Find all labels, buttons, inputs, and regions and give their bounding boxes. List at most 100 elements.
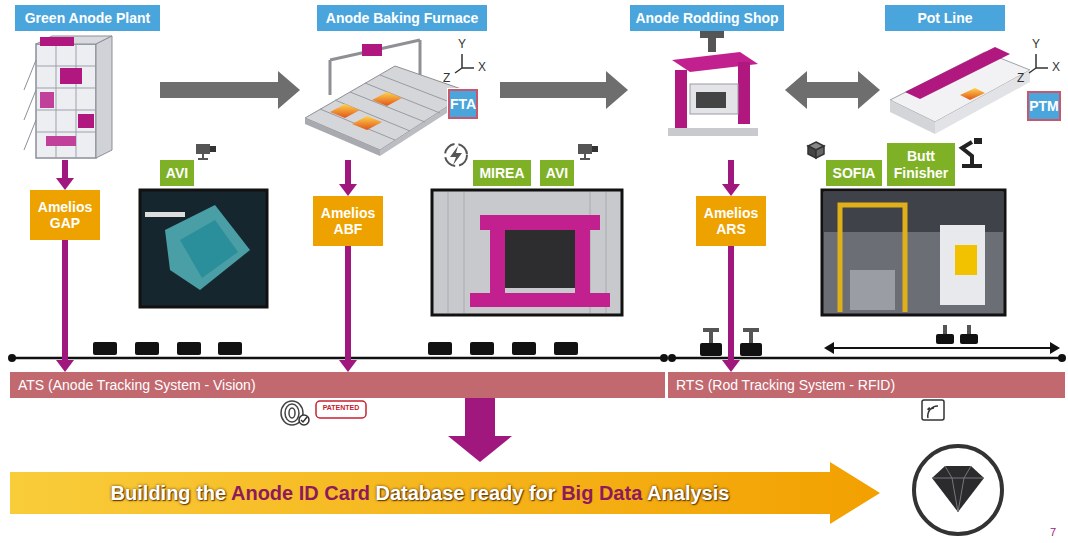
banner-shape xyxy=(10,462,880,524)
banner-word xyxy=(293,482,299,504)
anode-block xyxy=(177,342,201,355)
banner-word: Anode xyxy=(231,482,293,504)
section-header: Anode Rodding Shop xyxy=(630,5,784,31)
return-arrow xyxy=(1050,342,1060,354)
cube-icon xyxy=(808,146,816,158)
factory-photo xyxy=(840,205,905,312)
camera-icon xyxy=(210,146,216,152)
anode-block xyxy=(512,342,536,355)
software-box: Amelios ARS xyxy=(696,196,766,246)
axis-label: X xyxy=(1052,61,1060,75)
banner-word xyxy=(523,482,529,504)
axis-icon xyxy=(455,54,474,73)
rodding-shop-drawing xyxy=(668,30,758,136)
pot-line-drawing xyxy=(890,47,1030,134)
banner-word: the xyxy=(196,482,226,504)
diamond-icon xyxy=(914,446,1002,534)
pot-line-drawing xyxy=(905,47,1010,99)
tag-text: Amelios GAP xyxy=(34,199,96,231)
rodded-anode xyxy=(936,334,954,344)
stamp-text: PATENTED xyxy=(318,404,364,412)
module-tag: MIREA xyxy=(473,160,531,186)
cube-icon xyxy=(808,142,824,158)
green-anode-plant-drawing xyxy=(40,37,74,46)
axis-icon xyxy=(1029,54,1048,73)
diamond-icon xyxy=(932,466,984,512)
gripper-photo xyxy=(480,215,600,295)
process-stage: Anode Baking FurnaceFTA xyxy=(300,5,500,160)
rodded-anode xyxy=(743,328,759,332)
arrow-head xyxy=(448,436,512,462)
pot-line-drawing xyxy=(890,100,935,134)
band-text: ATS (Anode Tracking System - Vision) xyxy=(18,377,256,393)
anode-block xyxy=(470,342,494,355)
timeline xyxy=(668,354,676,362)
green-anode-plant-drawing xyxy=(36,44,96,158)
patent-stamp xyxy=(316,401,366,418)
arrow-shaft xyxy=(345,246,351,361)
flow-arrow xyxy=(722,246,740,372)
arrow-shaft xyxy=(465,398,495,439)
green-anode-plant-drawing xyxy=(24,60,36,150)
banner-word: ready xyxy=(470,482,523,504)
gripper-photo xyxy=(432,190,622,315)
tag-text: AVI xyxy=(543,165,571,181)
band-text: RTS (Rod Tracking System - RFID) xyxy=(676,377,895,393)
software-box: Amelios ABF xyxy=(313,196,383,246)
process-stage: Green Anode Plant xyxy=(10,5,160,160)
banner-word: Database xyxy=(375,482,464,504)
factory-photo xyxy=(822,190,1005,315)
anode-block xyxy=(93,342,117,355)
tracking-band: ATS (Anode Tracking System - Vision) xyxy=(10,372,665,398)
arrow-head xyxy=(339,360,357,372)
arrow-shaft xyxy=(62,160,68,179)
banner-text: Building the Anode ID Card Database read… xyxy=(111,482,730,505)
camera-icon xyxy=(578,144,592,154)
flow-arrow xyxy=(500,71,628,109)
flow-arrow xyxy=(448,398,512,462)
banner-word xyxy=(226,482,231,504)
flow-arrow xyxy=(339,160,357,196)
patent-stamp xyxy=(316,401,366,418)
timeline xyxy=(660,354,668,362)
tag-text: MIREA xyxy=(476,165,528,181)
rodding-shop-drawing xyxy=(708,38,716,52)
camera-icon xyxy=(196,144,598,159)
diamond-icon xyxy=(914,446,1002,534)
tag-text: AVI xyxy=(163,165,191,181)
green-anode-plant-drawing xyxy=(24,36,112,158)
rfid-icon xyxy=(922,400,944,420)
flow-arrow xyxy=(160,71,300,109)
axis-label: Y xyxy=(1032,38,1040,52)
arrow-head xyxy=(278,71,300,109)
baking-furnace-drawing xyxy=(320,75,455,140)
module-tag: AVI xyxy=(160,160,194,186)
vision-photo xyxy=(140,190,267,307)
diamond-icon xyxy=(932,466,984,512)
baking-furnace-drawing xyxy=(352,116,382,130)
arrow-head xyxy=(722,360,740,372)
banner-word: Analysis xyxy=(647,482,729,504)
factory-photo xyxy=(850,270,895,310)
rodding-shop-drawing xyxy=(700,30,724,38)
page-number: 7 xyxy=(1050,526,1056,539)
process-stage: Pot LinePTM xyxy=(880,5,1064,160)
rodding-shop-drawing xyxy=(675,70,687,132)
rodded-anode xyxy=(967,325,971,334)
arrow-shaft xyxy=(345,160,351,185)
flow-arrow xyxy=(339,246,357,372)
banner-word: Building xyxy=(111,482,191,504)
banner-word xyxy=(556,482,562,504)
baking-furnace-drawing xyxy=(330,40,420,95)
banner-word: Big xyxy=(561,482,593,504)
rodding-shop-drawing xyxy=(696,92,726,108)
camera-icon xyxy=(580,154,590,159)
green-anode-plant-drawing xyxy=(60,68,82,84)
green-anode-plant-drawing xyxy=(78,114,94,128)
banner-word: Data xyxy=(599,482,642,504)
section-header: Green Anode Plant xyxy=(15,5,160,31)
banner-word: for xyxy=(529,482,556,504)
return-arrow xyxy=(824,342,1060,354)
factory-photo xyxy=(940,225,985,305)
